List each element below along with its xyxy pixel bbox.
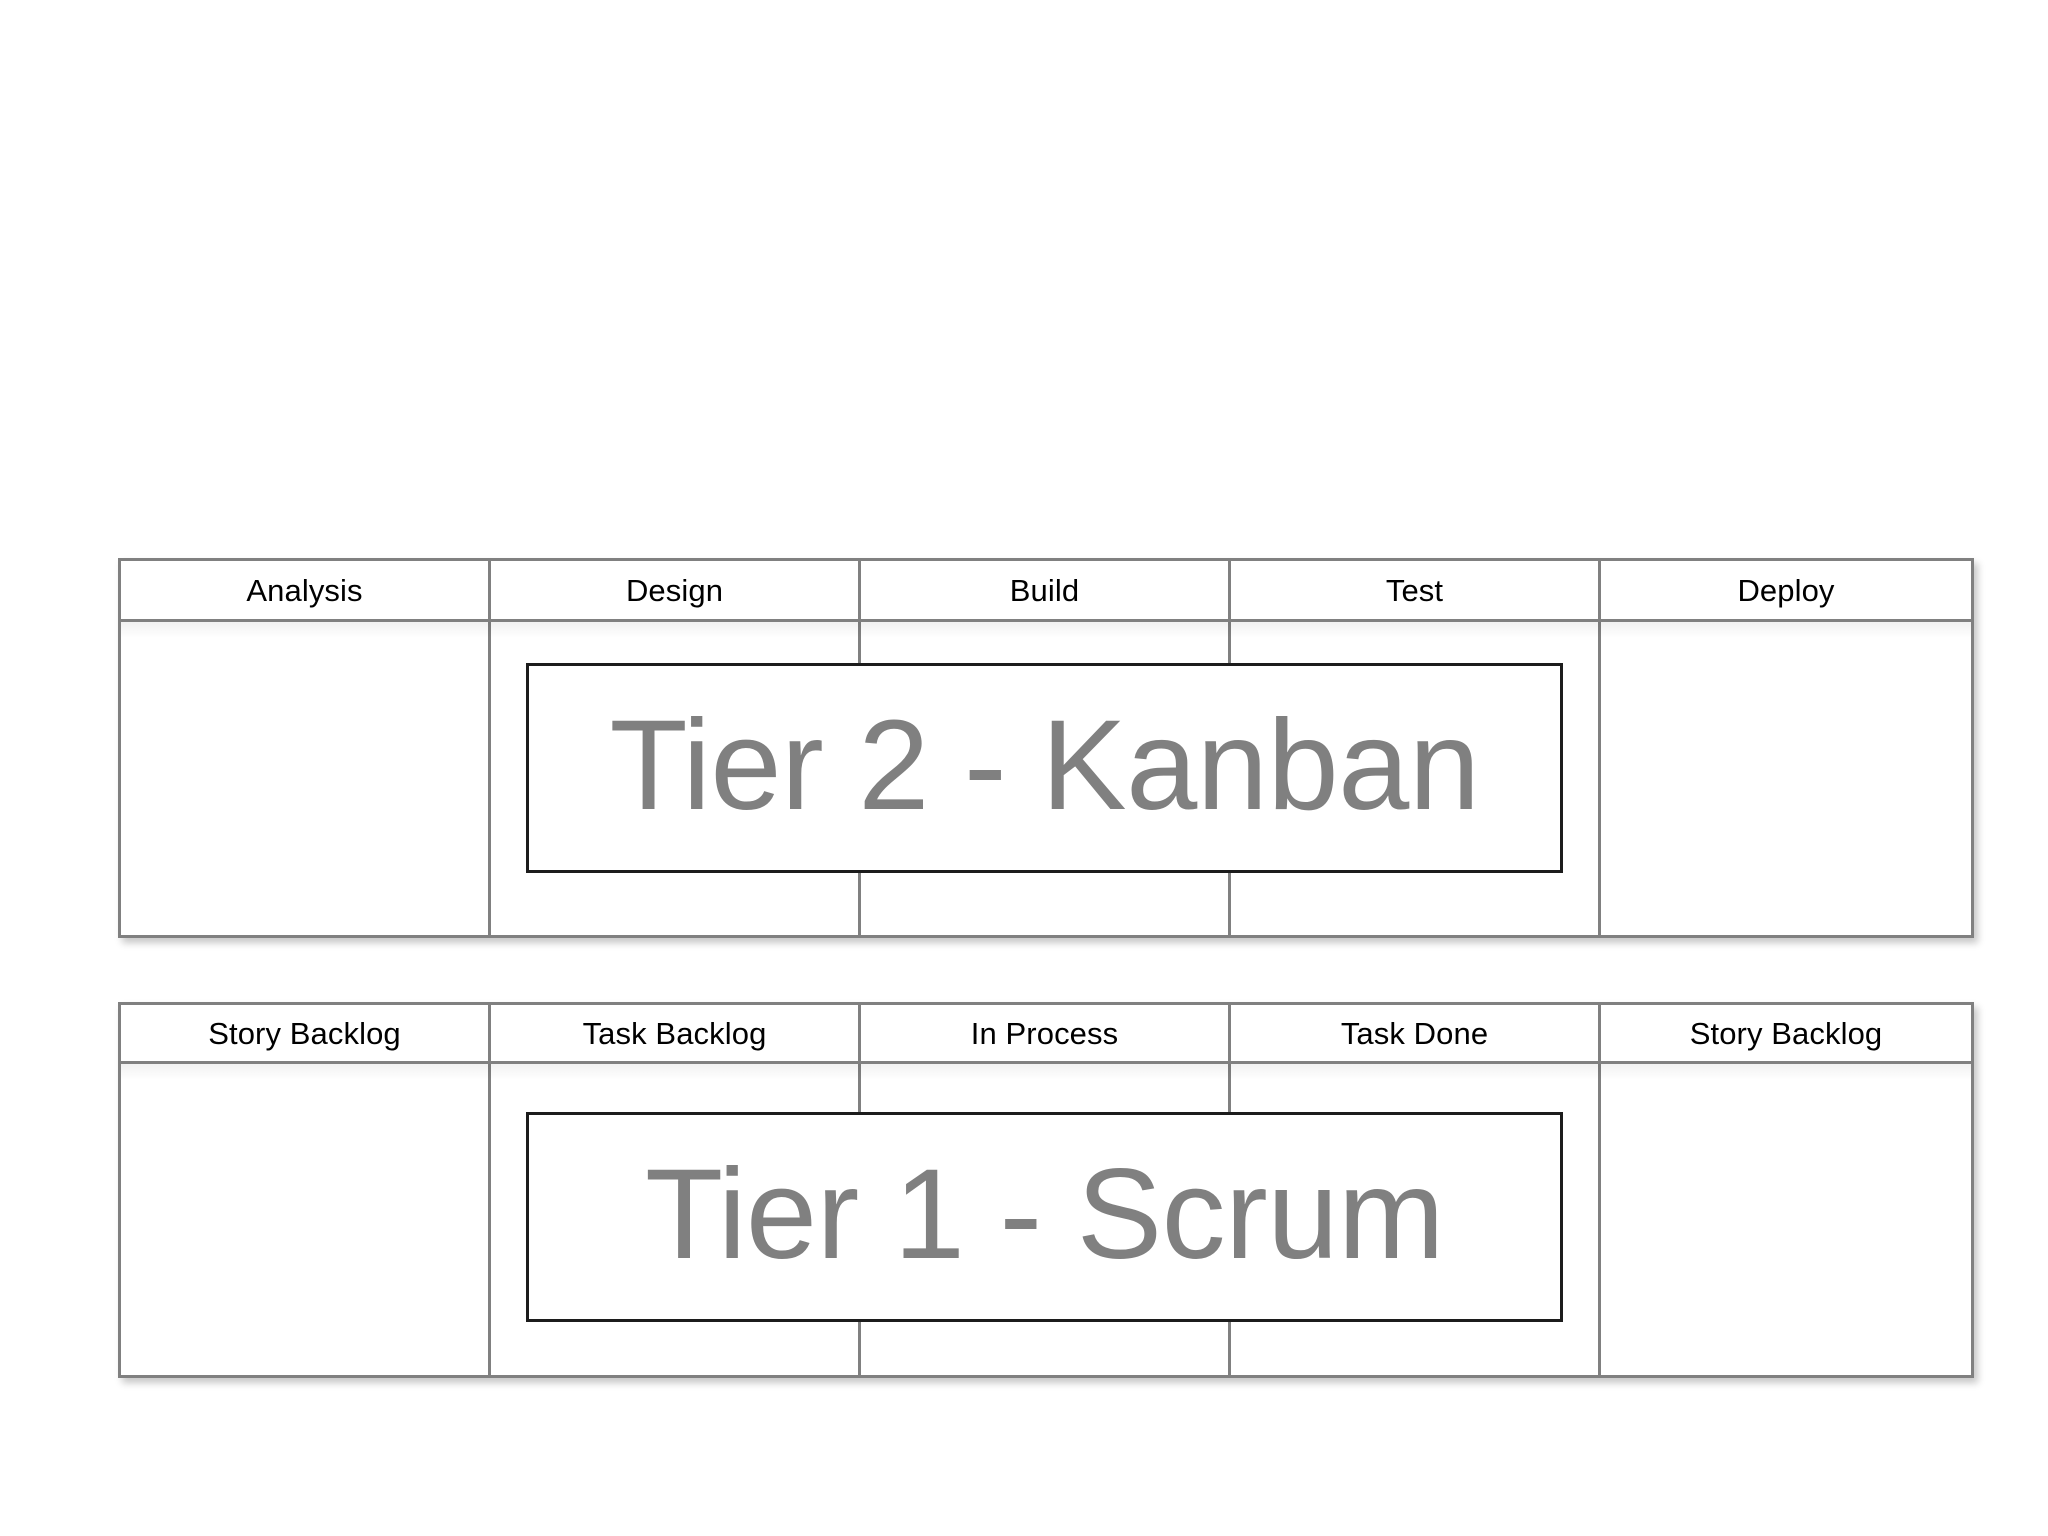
scrum-column-header-label: Task Backlog [582, 1015, 767, 1051]
scrum-board-header-row: Story Backlog Task Backlog In Process Ta… [121, 1005, 1971, 1064]
kanban-column-header-label: Build [1009, 572, 1080, 608]
scrum-cell-story-backlog-left[interactable] [121, 1064, 491, 1375]
kanban-cell-analysis[interactable] [121, 622, 491, 935]
scrum-column-header-label: Story Backlog [1689, 1015, 1883, 1051]
scrum-column-header-label: Task Done [1340, 1015, 1489, 1051]
kanban-board-header-row: Analysis Design Build Test Deploy [121, 561, 1971, 622]
kanban-column-header-label: Deploy [1737, 572, 1835, 608]
scrum-column-header-story-backlog-left[interactable]: Story Backlog [121, 1005, 491, 1061]
kanban-title-label: Tier 2 - Kanban [609, 694, 1481, 837]
scrum-column-header-label: Story Backlog [208, 1015, 401, 1051]
scrum-column-header-task-done[interactable]: Task Done [1231, 1005, 1601, 1061]
scrum-cell-story-backlog-right[interactable] [1601, 1064, 1971, 1375]
kanban-cell-deploy[interactable] [1601, 622, 1971, 935]
kanban-column-header-label: Design [625, 572, 724, 608]
scrum-column-header-label: In Process [970, 1015, 1119, 1051]
kanban-column-header-build[interactable]: Build [861, 561, 1231, 619]
kanban-column-header-test[interactable]: Test [1231, 561, 1601, 619]
kanban-title-plate: Tier 2 - Kanban [526, 663, 1563, 873]
kanban-column-header-deploy[interactable]: Deploy [1601, 561, 1971, 619]
kanban-column-header-analysis[interactable]: Analysis [121, 561, 491, 619]
scrum-title-plate: Tier 1 - Scrum [526, 1112, 1563, 1322]
kanban-column-header-label: Analysis [246, 572, 363, 608]
scrum-column-header-story-backlog-right[interactable]: Story Backlog [1601, 1005, 1971, 1061]
scrum-title-label: Tier 1 - Scrum [645, 1143, 1445, 1286]
scrum-column-header-task-backlog[interactable]: Task Backlog [491, 1005, 861, 1061]
kanban-column-header-label: Test [1385, 572, 1444, 608]
scrum-column-header-in-process[interactable]: In Process [861, 1005, 1231, 1061]
kanban-column-header-design[interactable]: Design [491, 561, 861, 619]
